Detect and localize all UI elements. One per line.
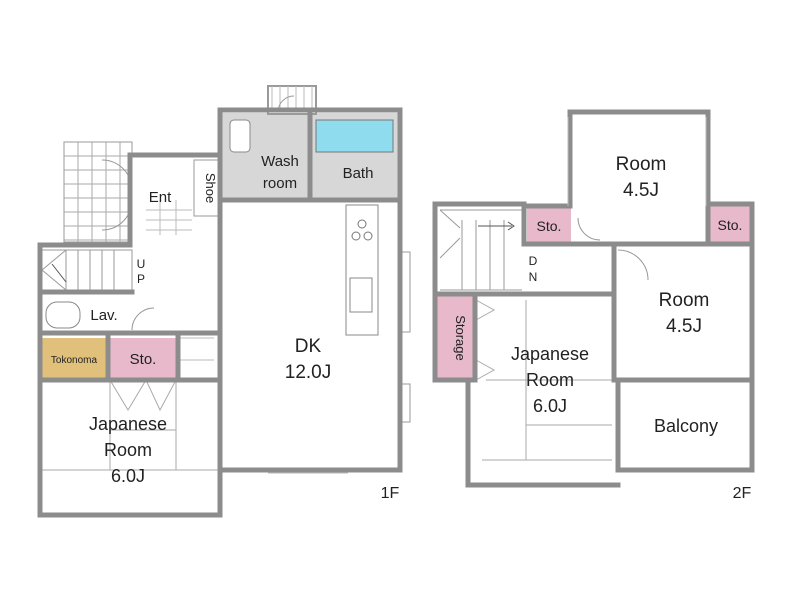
toilet [45,301,81,329]
label-room-top-line2: 4.5J [623,180,659,201]
label-wash-line1: Wash [261,153,299,170]
label-lav: Lav. [90,307,117,324]
walls-2f [432,109,755,488]
tatami-1f [42,379,218,471]
tokonoma-fill [42,338,106,380]
label-storage-2f-a: Sto. [537,218,562,234]
stair-rear-landing [267,85,317,115]
label-stair-down-d: D [529,254,538,268]
label-storage-2f-tall: Storage [453,315,468,361]
room-labels: Ent Shoe Wash room Bath U P Lav. Tokonom… [51,153,752,502]
label-japanese-1f-line3: 6.0J [111,466,145,486]
label-storage-1f: Sto. [130,351,157,368]
storage-2f-tall-fill [437,296,475,380]
label-storage-2f-b: Sto. [718,217,743,233]
label-room-right-line2: 4.5J [666,316,702,337]
label-wash-line2: room [263,175,297,192]
label-room-top-line1: Room [616,154,667,175]
label-stair-up-u: U [137,257,146,271]
label-floor-2f: 2F [733,485,752,502]
label-shoe: Shoe [203,173,218,203]
label-japanese-1f-line1: Japanese [89,414,167,434]
kitchen-counter [345,204,379,336]
stair-up [41,249,133,291]
label-japanese-2f-line1: Japanese [511,344,589,364]
label-tokonoma: Tokonoma [51,355,98,366]
tatami-2f [475,299,612,461]
storage-2f-b-fill [710,204,750,244]
label-bath: Bath [343,165,374,182]
label-dk-line2: 12.0J [285,362,331,383]
floor-1f [37,85,411,518]
label-japanese-1f-line2: Room [104,440,152,460]
walls-1f [37,107,403,518]
label-stair-up-p: P [137,272,145,286]
label-japanese-2f-line2: Room [526,370,574,390]
label-room-right-line1: Room [659,290,710,311]
entrance-porch [63,141,133,243]
label-dk-line1: DK [295,336,322,357]
label-stair-down-n: N [529,270,538,284]
floor-2f [432,109,755,488]
stair-down [439,209,522,291]
label-floor-1f: 1F [381,485,400,502]
label-balcony: Balcony [654,416,718,436]
label-entrance: Ent [149,189,172,206]
label-japanese-2f-line3: 6.0J [533,396,567,416]
storage-2f-a-fill [527,206,571,244]
bath-tub [315,119,394,153]
storage-1f-fill [110,338,176,380]
